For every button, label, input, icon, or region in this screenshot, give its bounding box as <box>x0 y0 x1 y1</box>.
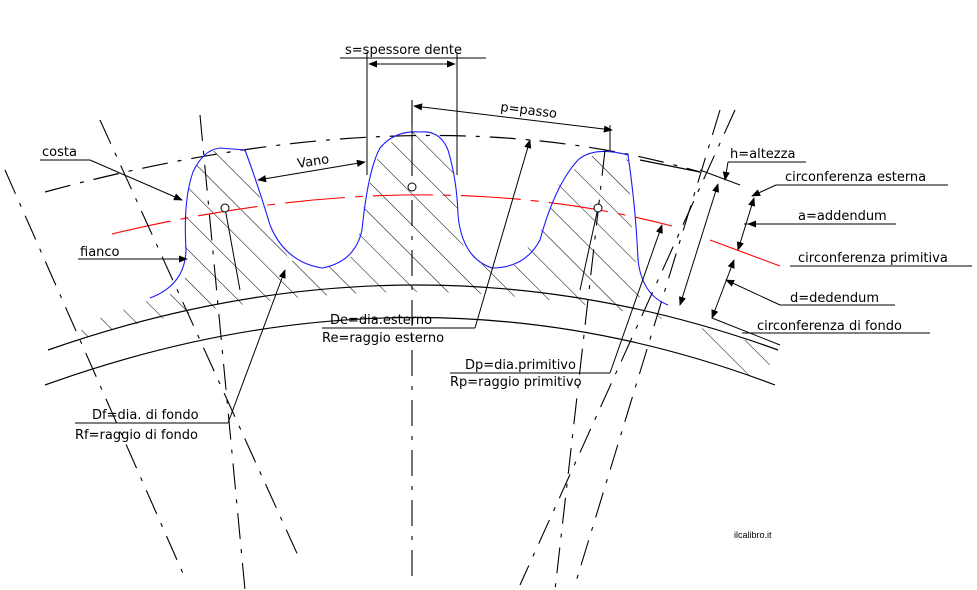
center-mark-left <box>220 203 230 213</box>
df-label: Df=dia. di fondo <box>92 408 199 423</box>
inner-arc <box>44 316 776 386</box>
dedendum-dim <box>711 259 735 319</box>
dp-label: Dp=dia.primitivo <box>465 358 576 373</box>
costa-leader <box>89 159 183 201</box>
center-mark-right <box>593 203 603 213</box>
addendum-label: a=addendum <box>798 209 887 224</box>
rf-label: Rf=raggio di fondo <box>75 428 198 443</box>
altezza-label: h=altezza <box>730 147 795 162</box>
passo-dim <box>413 103 613 133</box>
de-label: De=dia.esterno <box>330 313 432 328</box>
df-leader <box>227 269 286 424</box>
rp-label: Rp=raggio primitivo <box>450 375 582 390</box>
pitch-circle-right <box>709 239 781 267</box>
outside-circle-end <box>639 159 701 173</box>
re-label: Re=raggio esterno <box>322 331 444 346</box>
circ-fondo-label: circonferenza di fondo <box>757 319 902 334</box>
dp-leader <box>609 224 663 374</box>
altezza-dim <box>678 183 720 306</box>
circ-esterna-label: circonferenza esterna <box>785 170 926 185</box>
passo-label: p=passo <box>500 100 558 122</box>
gear-body-hatch <box>48 132 778 382</box>
dedendum-label: d=dedendum <box>790 291 879 306</box>
radial-lines <box>4 100 736 590</box>
root-arc <box>47 284 779 351</box>
center-mark-mid <box>407 182 417 192</box>
vano-dim <box>257 159 366 183</box>
spessore-label: s=spessore dente <box>345 43 462 58</box>
fianco-label: fianco <box>80 245 120 260</box>
watermark: ilcalibro.it <box>734 530 772 540</box>
circ-primitiva-label: circonferenza primitiva <box>798 251 948 266</box>
de-leader <box>474 139 532 329</box>
tooth-axis-left <box>224 207 241 291</box>
tooth-axis-right <box>579 207 599 291</box>
vano-label: Vano <box>296 152 330 172</box>
costa-label: costa <box>42 145 77 160</box>
